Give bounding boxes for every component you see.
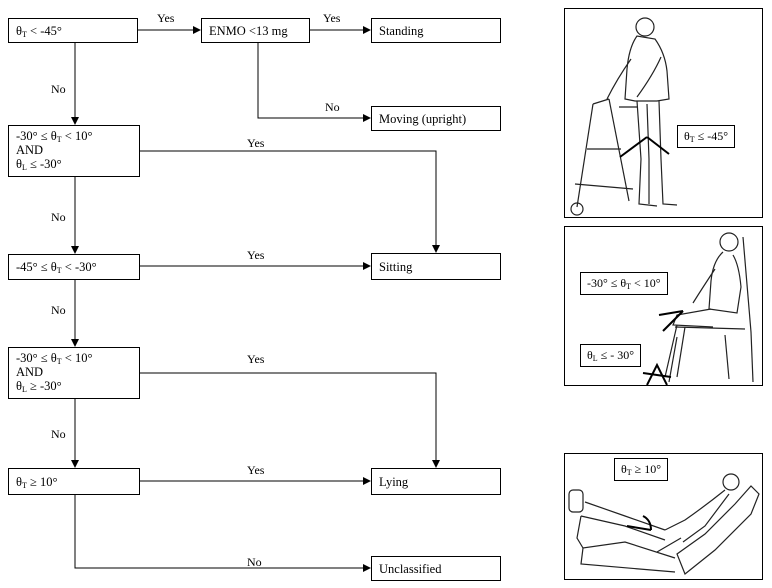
label-sitting-leg-angle: θL ≤ - 30° <box>580 344 642 367</box>
outcome-unclassified: Unclassified <box>371 556 501 581</box>
decision-trunk-minus45-minus30: -45° ≤ θT < -30° <box>8 254 140 280</box>
arrow-q2-sitting <box>139 150 440 253</box>
label-q5-yes: Yes <box>247 463 265 477</box>
decision-trunk-below-minus45: θT < -45° <box>8 18 138 43</box>
label-enmo-no: No <box>325 100 340 114</box>
lying-figure-drawing <box>568 473 760 575</box>
decision-trunk-minus45-minus30-text: -45° ≤ θT < -30° <box>16 260 97 275</box>
outcome-sitting-text: Sitting <box>379 259 413 274</box>
decision-line-1: -30° ≤ θT < 10° <box>16 351 93 366</box>
arrow-enmo-moving <box>257 42 371 122</box>
decision-trunk-leg-lying: -30° ≤ θT < 10° AND θL ≥ -30° <box>8 347 140 399</box>
decision-enmo: ENMO <13 mg <box>201 18 310 43</box>
outcome-moving-upright-text: Moving (upright) <box>379 111 467 126</box>
outcome-standing-text: Standing <box>379 23 424 38</box>
label-q2-no: No <box>51 210 66 224</box>
outcome-lying-text: Lying <box>379 474 409 489</box>
decision-enmo-text: ENMO <13 mg <box>209 23 288 38</box>
arrow-q5-unclassified <box>74 494 371 572</box>
sitting-figure-drawing <box>642 232 754 385</box>
arrow-q4-lying <box>139 372 440 468</box>
outcome-sitting: Sitting <box>371 253 501 280</box>
panel-lying-illustration: θT ≥ 10° <box>564 453 763 580</box>
panel-standing-illustration: θT ≤ -45° <box>564 8 763 218</box>
decision-trunk-below-minus45-text: θT < -45° <box>16 23 62 39</box>
label-q3-yes: Yes <box>247 248 265 262</box>
decision-line-1: -30° ≤ θT < 10° <box>16 129 93 144</box>
panel-sitting-illustration: -30° ≤ θT < 10° θL ≤ - 30° <box>564 226 763 386</box>
decision-line-2: AND <box>16 365 44 379</box>
outcome-unclassified-text: Unclassified <box>379 561 442 576</box>
label-enmo-yes: Yes <box>323 11 341 25</box>
label-q1-yes: Yes <box>157 11 175 25</box>
label-q4-no: No <box>51 427 66 441</box>
outcome-moving-upright: Moving (upright) <box>371 106 501 131</box>
label-sitting-trunk-angle: -30° ≤ θT < 10° <box>580 272 668 295</box>
decision-trunk-leg-sitting: -30° ≤ θT < 10° AND θL ≤ -30° <box>8 125 140 177</box>
label-q5-no: No <box>247 555 262 569</box>
outcome-standing: Standing <box>371 18 501 43</box>
label-q2-yes: Yes <box>247 136 265 150</box>
label-standing-trunk-angle: θT ≤ -45° <box>677 125 736 148</box>
label-lying-trunk-angle: θT ≥ 10° <box>614 458 669 481</box>
decision-trunk-above-10: θT ≥ 10° <box>8 468 140 495</box>
standing-figure-drawing <box>570 17 678 216</box>
label-q3-no: No <box>51 303 66 317</box>
label-q1-no: No <box>51 82 66 96</box>
decision-trunk-above-10-text: θT ≥ 10° <box>16 474 58 490</box>
decision-line-3: θL ≤ -30° <box>16 157 62 172</box>
decision-line-3: θL ≥ -30° <box>16 379 62 394</box>
decision-line-2: AND <box>16 143 44 157</box>
label-q4-yes: Yes <box>247 352 265 366</box>
outcome-lying: Lying <box>371 468 501 495</box>
